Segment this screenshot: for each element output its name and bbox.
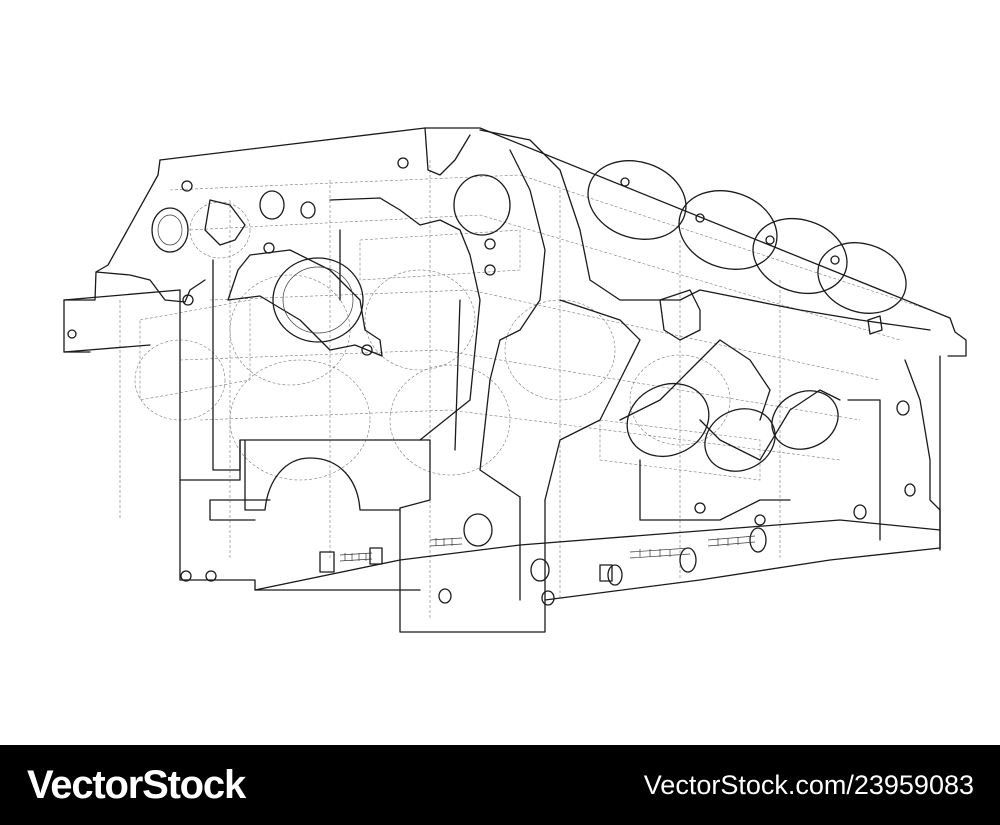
- watermark-bar: VectorStock VectorStock.com/23959083: [0, 745, 1000, 825]
- block-outline: [63, 127, 967, 633]
- ports-and-holes: [67, 157, 916, 606]
- watermark-brand: VectorStock: [27, 762, 246, 807]
- bolts: [319, 535, 756, 582]
- engine-block-illustration: [63, 127, 967, 633]
- watermark-image-id: VectorStock.com/23959083: [643, 769, 974, 800]
- hidden-lines: [119, 160, 931, 620]
- cylinder-bores: [587, 160, 907, 472]
- engine-block-icon: [63, 127, 967, 633]
